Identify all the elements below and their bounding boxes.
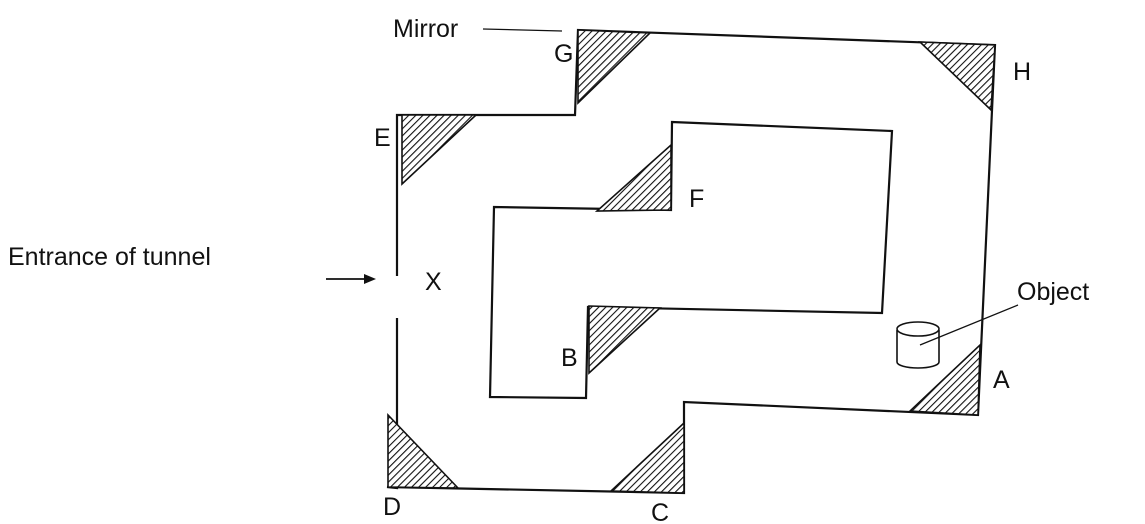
corner-label-g: G xyxy=(554,40,573,68)
point-x-label: X xyxy=(425,268,442,296)
object-cylinder xyxy=(896,321,940,369)
outer-wall xyxy=(386,28,997,495)
corner-label-h: H xyxy=(1013,58,1031,86)
mirror-e xyxy=(401,114,479,186)
mirror-f xyxy=(594,143,672,212)
mirror-callout-line xyxy=(482,28,563,32)
corner-label-b: B xyxy=(561,344,578,372)
mirror-g xyxy=(577,29,652,105)
entrance-arrow xyxy=(326,274,376,284)
object-label: Object xyxy=(1017,278,1089,306)
corner-label-d: D xyxy=(383,493,401,521)
corner-label-a: A xyxy=(993,366,1010,394)
mirror-b xyxy=(588,305,662,375)
mirror-d xyxy=(387,413,460,489)
corner-label-c: C xyxy=(651,499,669,524)
mirror-label: Mirror xyxy=(393,15,458,43)
inner-wall xyxy=(488,120,894,400)
mirror-a xyxy=(908,343,981,416)
object-callout-line xyxy=(919,304,1019,346)
mirror-c xyxy=(609,421,685,494)
entrance-label: Entrance of tunnel xyxy=(8,243,211,271)
mirror-h xyxy=(917,41,996,112)
corner-label-f: F xyxy=(689,185,704,213)
corner-label-e: E xyxy=(374,124,391,152)
